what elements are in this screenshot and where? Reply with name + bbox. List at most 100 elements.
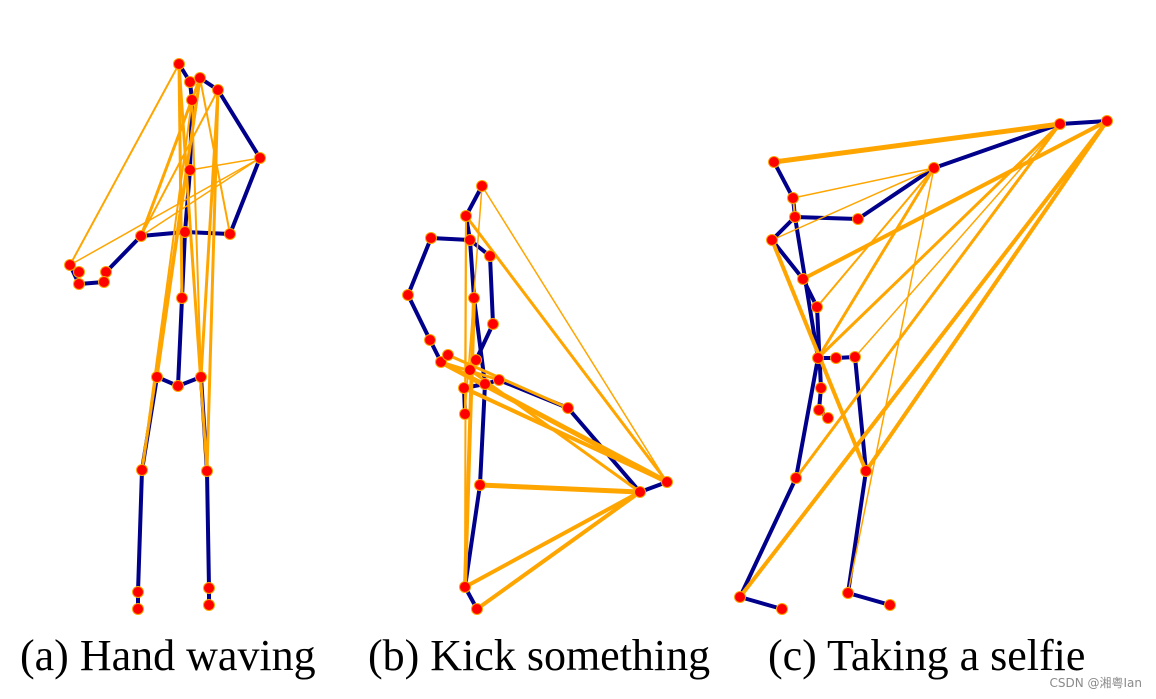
caption-kick-something: (b) Kick something (368, 631, 711, 680)
joint-hand_l2 (73, 278, 85, 290)
joint-hand_l (815, 382, 827, 394)
attention-edge-head_top-hand_l (69, 63, 180, 266)
attention-edge-wr_r-kn_r (205, 88, 220, 473)
joint-kn_l2 (474, 479, 486, 491)
bone-el_r-wr_r (474, 322, 495, 362)
joint-kn_r (860, 465, 872, 477)
attention-edge-el_r-sh_l (771, 167, 935, 241)
attention-edge-head-kn_l (464, 215, 467, 415)
joint-an_r (634, 486, 646, 498)
bone-kn_l-an_l (738, 476, 798, 599)
attention-edge-wr_r-kn_l (794, 122, 1062, 480)
joint-an_l (132, 586, 144, 598)
joint-neck (464, 234, 476, 246)
joint-hand_l (435, 356, 447, 368)
joint-hand_r (1101, 115, 1113, 127)
joint-hip_r (849, 351, 861, 363)
bone-sh_l-el_l (406, 236, 433, 297)
joint-kn_r (562, 402, 574, 414)
joint-head (787, 192, 799, 204)
bone-neck-spine (468, 238, 476, 300)
attention-edge-hand_r-el_l (801, 119, 1109, 281)
joint-sh_r (484, 250, 496, 262)
joint-hip_c (479, 378, 491, 390)
bone-hip_c-kn_l2 (478, 382, 487, 487)
bone-sh_r-el_r (228, 156, 262, 236)
attention-edge-an_r-kn_l2 (477, 482, 643, 495)
attention-edge-el_r-spine_up (189, 157, 261, 171)
attention-edge-neck-kn_l (141, 99, 193, 471)
bone-spine-kn_l (794, 356, 820, 480)
bone-wr_l-hand_l (815, 305, 823, 390)
attention-edge-el_r-wr_l (816, 167, 935, 308)
joint-spine_up (184, 164, 196, 176)
joint-hip_r (195, 371, 207, 383)
panel-a-skeleton (64, 58, 266, 615)
joint-el_l (797, 273, 809, 285)
joint-an_r (842, 587, 854, 599)
bone-sh_r-neck (793, 215, 860, 221)
joint-an_r (203, 582, 215, 594)
attention-edge-wr_r-hip_r (854, 123, 1061, 358)
bone-neck-sh_l (429, 236, 472, 242)
joint-hand_r (194, 72, 206, 84)
joint-wr_l (73, 266, 85, 278)
joint-neck (186, 94, 198, 106)
bone-spine-hip_c (176, 296, 184, 388)
joint-el_l (402, 289, 414, 301)
attention-edge-ft_r-head (464, 214, 669, 484)
attention-edge-an_r-an_l (463, 490, 642, 589)
joint-sh_l (425, 232, 437, 244)
attention-edge-spine-an_l (463, 296, 476, 589)
bone-an_l-ft_l (738, 595, 784, 611)
joint-hand_l (64, 259, 76, 271)
joint-el_r (254, 152, 266, 164)
bone-an_r-ft_r (846, 591, 892, 607)
joint-head (460, 210, 472, 222)
joint-hip_c (172, 380, 184, 392)
joint-ft_l (471, 603, 483, 615)
joint-ft_l (132, 603, 144, 615)
joint-spine (812, 352, 824, 364)
caption-taking-selfie: (c) Taking a selfie (768, 631, 1086, 680)
attention-edge-el_r-sh_l (140, 157, 261, 237)
joint-hand_r (464, 364, 476, 376)
joint-sh_l (135, 230, 147, 242)
joint-wr_r (1054, 118, 1066, 130)
joint-spine (176, 292, 188, 304)
joint-hip_l (151, 371, 163, 383)
attention-edge-wr_r-hip_r (199, 88, 220, 379)
attention-edge-an_r-ft_l (475, 490, 642, 611)
joint-hip_l (458, 382, 470, 394)
bone-head-head_top (772, 160, 795, 200)
bone-hip_r-kn_r (853, 355, 868, 473)
joint-el_r (928, 162, 940, 174)
attention-edge-head_top-kn_r (177, 62, 209, 473)
panel-c-skeleton (734, 115, 1113, 615)
joint-kn_l (459, 408, 471, 420)
joint-head_top (768, 156, 780, 168)
attention-edge-head_top-wr_r (771, 121, 1063, 165)
joint-neck (789, 211, 801, 223)
joint-kn_l (136, 464, 148, 476)
bone-sh_c-sh_r (183, 230, 232, 236)
panel-b-skeleton (402, 180, 673, 615)
joint-hand_l3 (98, 276, 110, 288)
bone-kn_l-an_l (136, 468, 144, 594)
bone-el_r-sh_r (856, 166, 936, 221)
joint-sh_r (224, 228, 236, 240)
joint-ft_r (884, 599, 896, 611)
joint-sh_l (766, 234, 778, 246)
joint-hand_l2 (813, 404, 825, 416)
joint-wr_r (212, 84, 224, 96)
joint-ft_r (661, 476, 673, 488)
joint-head (184, 76, 196, 88)
joint-wr_l (424, 334, 436, 346)
bone-neck-spine (793, 215, 820, 360)
attention-edge-ft_r-hand_l (438, 359, 670, 485)
joint-wr_l (811, 301, 823, 313)
bone-sh_l-el_l (104, 234, 143, 274)
attention-edge-hand_r-an_l (738, 119, 1109, 599)
caption-hand-waving: (a) Hand waving (20, 631, 316, 680)
joint-an_l (459, 581, 471, 593)
